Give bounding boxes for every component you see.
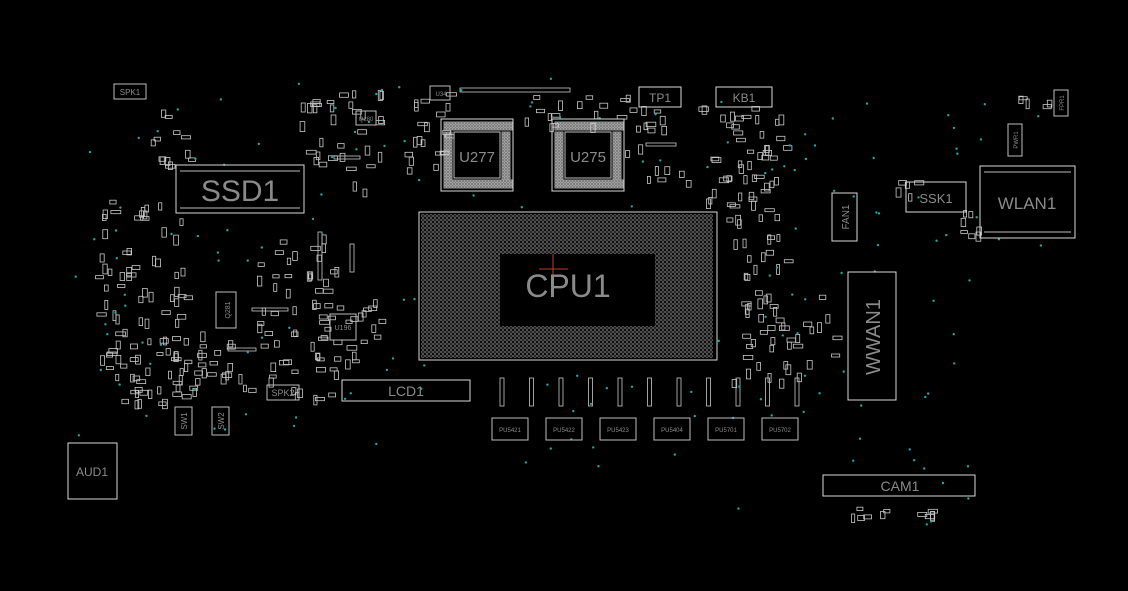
label-q281: Q281 (225, 301, 232, 318)
component-u277[interactable]: U277 (440, 118, 514, 192)
label-pu5702: PU5702 (769, 428, 791, 434)
pcb-detail-layer (95, 87, 1053, 523)
component-pu5404[interactable]: PU5404 (653, 417, 691, 441)
label-ssk1: SSK1 (919, 191, 952, 206)
component-u275[interactable]: U275 (551, 118, 625, 192)
component-sw1[interactable]: SW1 (174, 406, 193, 436)
label-cam1: CAM1 (881, 478, 920, 494)
label-wlan1: WLAN1 (998, 194, 1057, 213)
component-aud1[interactable]: AUD1 (67, 442, 118, 500)
component-wlan1[interactable]: WLAN1 (979, 165, 1076, 239)
component-ssk1[interactable]: SSK1 (905, 181, 967, 213)
component-pwr1[interactable]: PWR1 (1007, 123, 1023, 157)
component-cam1[interactable]: CAM1 (822, 474, 976, 497)
component-pu5422[interactable]: PU5422 (545, 417, 583, 441)
component-ssd1[interactable]: SSD1 (175, 164, 305, 214)
label-u275: U275 (570, 149, 606, 166)
component-lcd1[interactable]: LCD1 (341, 379, 471, 402)
label-sw2: SW2 (217, 412, 226, 430)
label-pu5421: PU5421 (499, 428, 521, 434)
label-q280: Q280 (359, 117, 374, 123)
label-pu5423: PU5423 (607, 428, 629, 434)
component-fpr1[interactable]: FPR1 (1053, 89, 1069, 117)
label-aud1: AUD1 (76, 465, 108, 479)
component-spk2[interactable]: SPK2 (266, 384, 300, 401)
component-spk1[interactable]: SPK1 (113, 83, 147, 100)
label-pu5404: PU5404 (661, 428, 683, 434)
label-pu5701: PU5701 (715, 428, 737, 434)
component-wwan1[interactable]: WWAN1 (847, 271, 897, 401)
label-kb1: KB1 (733, 91, 756, 105)
label-pu5422: PU5422 (553, 428, 575, 434)
label-u34: U34 (435, 92, 447, 98)
label-lcd1: LCD1 (388, 383, 424, 399)
component-fan1[interactable]: FAN1 (831, 192, 858, 242)
component-pu5701[interactable]: PU5701 (707, 417, 745, 441)
label-pwr1: PWR1 (1014, 131, 1020, 149)
component-q280[interactable]: Q280 (355, 110, 377, 126)
label-u277: U277 (459, 149, 495, 166)
label-ssd1: SSD1 (201, 175, 279, 208)
label-spk2: SPK2 (271, 388, 294, 398)
component-tp1[interactable]: TP1 (638, 86, 682, 108)
via-layer (74, 77, 1043, 526)
label-sw1: SW1 (180, 412, 189, 430)
component-sw2[interactable]: SW2 (211, 406, 230, 436)
component-kb1[interactable]: KB1 (715, 86, 773, 108)
label-spk1: SPK1 (120, 88, 141, 97)
label-fpr1: FPR1 (1060, 95, 1066, 111)
label-u196: U196 (335, 325, 352, 332)
component-u34[interactable]: U34 (429, 85, 451, 101)
label-fan1: FAN1 (841, 204, 852, 229)
label-wwan1: WWAN1 (863, 299, 885, 375)
component-u196[interactable]: U196 (329, 313, 357, 341)
component-pu5702[interactable]: PU5702 (761, 417, 799, 441)
component-pu5421[interactable]: PU5421 (491, 417, 529, 441)
component-cpu1[interactable]: CPU1 (418, 211, 718, 361)
component-pu5423[interactable]: PU5423 (599, 417, 637, 441)
label-cpu1: CPU1 (525, 268, 610, 304)
component-q281[interactable]: Q281 (215, 291, 237, 329)
label-tp1: TP1 (649, 91, 671, 105)
